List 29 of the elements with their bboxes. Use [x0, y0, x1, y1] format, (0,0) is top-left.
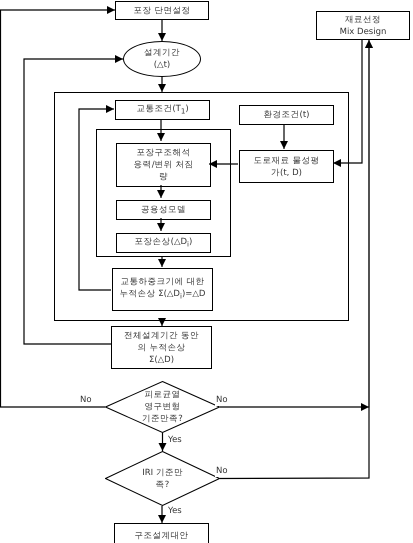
- edge-label: No: [215, 395, 229, 406]
- node-text: 환경조건(t): [264, 109, 310, 121]
- node-text: IRI 기준만족?: [141, 466, 184, 490]
- node-text: 피로균열 영구변형 기준만족?: [141, 389, 184, 425]
- node-text: 포장 단면설정: [134, 4, 190, 16]
- node-text: 전체설계기간 동안의 누적손상 Σ(△D): [124, 330, 199, 366]
- edge-label: No: [215, 466, 229, 477]
- process-box: [115, 100, 210, 120]
- process-box: [116, 143, 211, 187]
- process-box: [115, 1, 209, 20]
- node-text: 공용성모델: [141, 204, 186, 216]
- process-box: [116, 233, 211, 253]
- node-text: 재료선정 Mix Design: [338, 14, 388, 38]
- node-text: 도로재료 물성평가(t, D): [252, 154, 320, 178]
- process-box: [239, 105, 334, 125]
- process-box: [316, 11, 410, 40]
- node-text: 구조설계대안: [134, 530, 188, 542]
- node-text: 교통하중크기에 대한 누적손상 Σ(△D$_{i}$)=△D: [118, 276, 206, 303]
- process-box: [111, 326, 212, 369]
- group-frame: [96, 129, 231, 257]
- group-frame: [54, 92, 349, 321]
- node-text: 포장손상(△D$_{i}$): [134, 236, 192, 250]
- node-text: 포장구조해석 응력/변위 처짐량: [134, 147, 194, 183]
- process-box: [116, 200, 211, 220]
- process-box: [114, 523, 209, 543]
- process-box: [239, 150, 334, 183]
- node-text: 설계기간 (△t): [143, 47, 181, 71]
- process-box: [112, 268, 213, 311]
- node-text: 교통조건(T$_{1}$): [136, 102, 189, 118]
